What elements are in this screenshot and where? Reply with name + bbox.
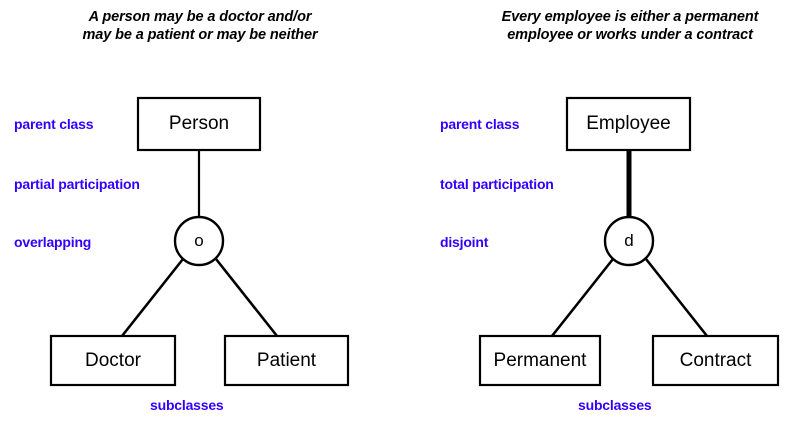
entity-label-person: Person — [168, 113, 230, 134]
caption-employee-specialization: Every employee is either a permanent emp… — [470, 8, 790, 44]
entity-box-doctor[interactable] — [49, 334, 177, 387]
connector-person-patient — [214, 258, 279, 337]
annotation-partial-participation: partial participation — [14, 176, 140, 192]
entity-box-permanent[interactable] — [478, 334, 602, 387]
annotation-subclasses-left: subclasses — [150, 397, 224, 413]
caption-line-1: Every employee is either a permanent — [501, 9, 759, 25]
entity-label-patient: Patient — [256, 349, 317, 371]
annotation-disjoint: disjoint — [440, 234, 489, 250]
connector-employee-contract — [644, 258, 709, 337]
connector-person-doctor — [120, 258, 185, 337]
employee-specialization-group — [478, 96, 780, 387]
entity-box-patient[interactable] — [223, 334, 350, 387]
entity-label-employee: Employee — [586, 113, 671, 134]
entity-label-permanent: Permanent — [493, 349, 587, 371]
annotation-parent-class-left: parent class — [14, 116, 94, 132]
annotation-parent-class-right: parent class — [440, 116, 520, 132]
person-specialization-group — [49, 96, 350, 387]
caption-line-2: employee or works under a contract — [507, 27, 753, 43]
annotation-subclasses-right: subclasses — [578, 397, 652, 413]
entity-label-contract: Contract — [679, 349, 752, 371]
annotation-total-participation: total participation — [440, 176, 554, 192]
circle-label-overlapping: o — [194, 231, 204, 250]
caption-line-2: may be a patient or may be neither — [82, 27, 318, 43]
entity-box-person[interactable] — [136, 96, 262, 152]
entity-box-contract[interactable] — [651, 334, 780, 387]
connector-employee-permanent — [550, 258, 615, 337]
caption-line-1: A person may be a doctor and/or — [88, 9, 312, 25]
circle-label-disjoint: d — [624, 231, 634, 250]
entity-label-doctor: Doctor — [85, 349, 141, 371]
caption-person-specialization: A person may be a doctor and/or may be a… — [40, 8, 360, 44]
annotation-overlapping: overlapping — [14, 234, 92, 250]
specialization-circle-disjoint[interactable] — [603, 215, 655, 267]
specialization-circle-overlapping[interactable] — [173, 215, 225, 267]
